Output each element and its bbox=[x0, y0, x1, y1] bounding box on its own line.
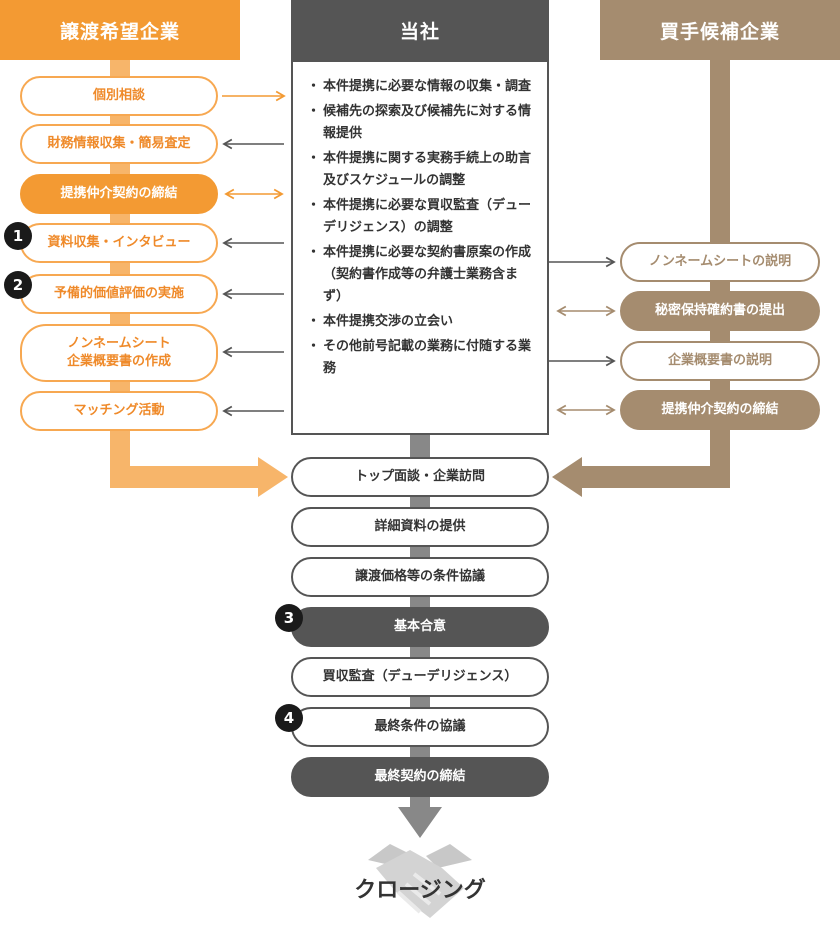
company-task: 本件提携に必要な契約書原案の作成（契約書作成等の弁護士業務含まず） bbox=[307, 242, 533, 308]
seller-step-interview: 資料収集・インタビュー bbox=[20, 223, 218, 263]
company-task: 本件提携に必要な買収監査（デュー デリジェンス）の調整 bbox=[307, 195, 533, 239]
buyer-step-nonname-explain: ノンネームシートの説明 bbox=[620, 242, 820, 282]
buyer-step-overview-explain: 企業概要書の説明 bbox=[620, 341, 820, 381]
seller-step-financial-review: 財務情報収集・簡易査定 bbox=[20, 124, 218, 164]
step-badge-1: 1 bbox=[4, 222, 32, 250]
seller-step-consultation: 個別相談 bbox=[20, 76, 218, 116]
buyer-header: 買手候補企業 bbox=[600, 0, 840, 60]
seller-step-valuation: 予備的価値評価の実施 bbox=[20, 274, 218, 314]
step-badge-4: 4 bbox=[275, 704, 303, 732]
company-header: 当社 bbox=[291, 0, 549, 60]
process-step-detailed-materials: 詳細資料の提供 bbox=[291, 507, 549, 547]
step-badge-2: 2 bbox=[4, 271, 32, 299]
process-step-due-diligence: 買収監査（デューデリジェンス） bbox=[291, 657, 549, 697]
process-step-top-meeting: トップ面談・企業訪問 bbox=[291, 457, 549, 497]
company-task: その他前号記載の業務に付随する業務 bbox=[307, 336, 533, 380]
process-step-basic-agreement: 基本合意 bbox=[291, 607, 549, 647]
company-task: 本件提携に必要な情報の収集・調査 bbox=[307, 76, 533, 98]
seller-step-nonname-sheet: ノンネームシート 企業概要書の作成 bbox=[20, 324, 218, 382]
step-badge-3: 3 bbox=[275, 604, 303, 632]
seller-header: 譲渡希望企業 bbox=[0, 0, 240, 60]
process-step-price-negotiation: 譲渡価格等の条件協議 bbox=[291, 557, 549, 597]
process-step-final-terms: 最終条件の協議 bbox=[291, 707, 549, 747]
company-task-list: 本件提携に必要な情報の収集・調査 候補先の探索及び候補先に対する情報提供 本件提… bbox=[291, 60, 549, 435]
buyer-step-mediation-agreement: 提携仲介契約の締結 bbox=[620, 390, 820, 430]
seller-step-mediation-agreement: 提携仲介契約の締結 bbox=[20, 174, 218, 214]
company-task: 候補先の探索及び候補先に対する情報提供 bbox=[307, 101, 533, 145]
handshake-icon bbox=[368, 844, 472, 918]
company-task: 本件提携交渉の立会い bbox=[307, 311, 533, 333]
process-step-final-contract: 最終契約の締結 bbox=[291, 757, 549, 797]
closing-label: クロージング bbox=[354, 878, 486, 903]
seller-step-matching: マッチング活動 bbox=[20, 391, 218, 431]
buyer-step-nda: 秘密保持確約書の提出 bbox=[620, 291, 820, 331]
company-task: 本件提携に関する実務手続上の助言 及びスケジュールの調整 bbox=[307, 148, 533, 192]
